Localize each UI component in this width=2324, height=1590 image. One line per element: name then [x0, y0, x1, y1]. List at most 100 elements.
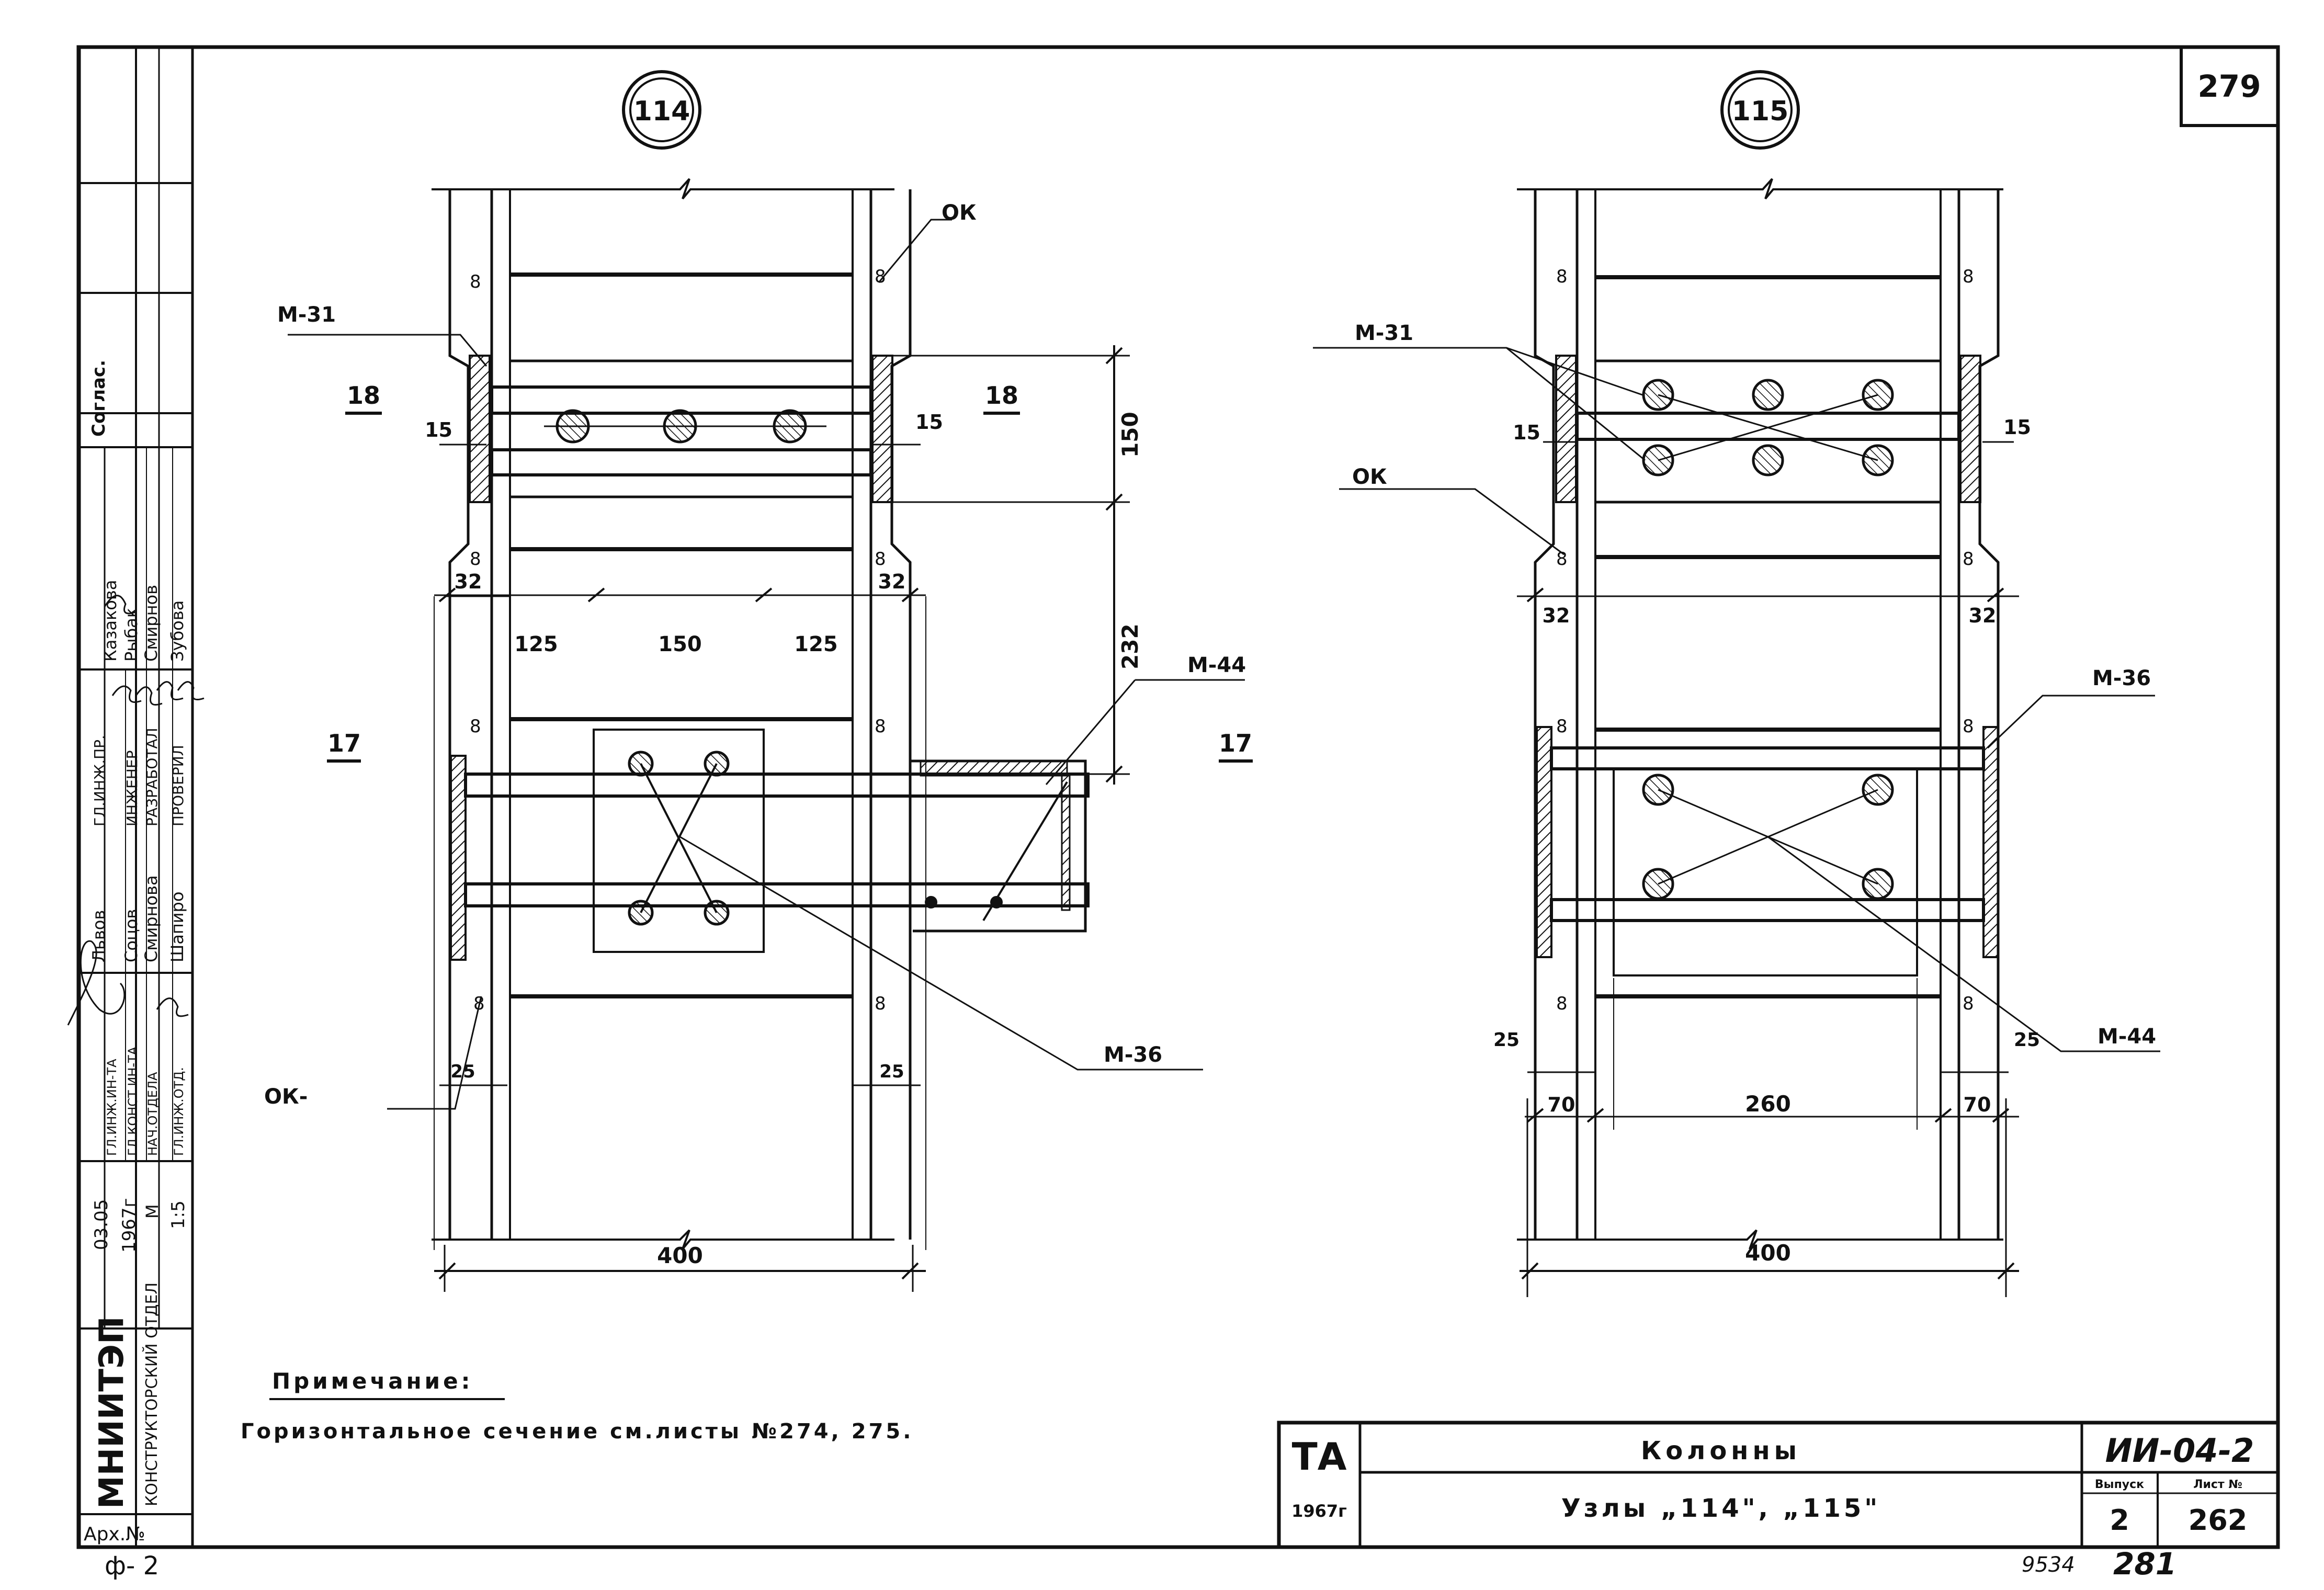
weld-mark: 8 — [1556, 266, 1568, 287]
dim-125-right: 125 — [794, 632, 838, 656]
sheet-frame — [76, 45, 2280, 1549]
dim-400-115: 400 — [1745, 1240, 1791, 1266]
label-m31: М-31 — [277, 303, 336, 327]
approval-name-4: Зубова — [167, 600, 187, 662]
dim-25-right-115: 25 — [2014, 1029, 2040, 1051]
signature-name-3: Смирнова — [141, 875, 161, 962]
label-m31-115: М-31 — [1355, 321, 1413, 345]
stamp-date: 03.05 — [91, 1199, 112, 1250]
dim-32-right: 32 — [878, 570, 906, 593]
dim-400: 400 — [657, 1243, 703, 1268]
label-m44-115: М-44 — [2098, 1025, 2156, 1049]
weld-mark: 8 — [1556, 549, 1568, 570]
approval-header: Соглас. — [88, 360, 109, 437]
dim-70-left-115: 70 — [1548, 1093, 1575, 1116]
dim-15-right: 15 — [915, 411, 943, 434]
label-ok-115: ОК — [1352, 465, 1387, 489]
staff-role-2: ГЛ.КОНСТ.ИН-ТА — [126, 1046, 140, 1156]
staff-role-4: ГЛ.ИНЖ.ОТД. — [172, 1067, 186, 1156]
dim-150-mid: 150 — [658, 632, 702, 656]
section-17-left: 17 — [327, 729, 361, 757]
dim-32-right-115: 32 — [1969, 604, 1997, 627]
detail-marker-115: 115 — [1732, 96, 1789, 127]
page-number: 279 — [2197, 69, 2261, 104]
institute-name: МНИИТЭП — [93, 1316, 131, 1509]
bottom-right-small: 9534 — [2022, 1553, 2075, 1577]
title-main: Колонны — [1641, 1436, 1801, 1466]
staff-role-1: ГЛ.ИНЖ.ИН-ТА — [105, 1059, 119, 1156]
title-issue-label: Выпуск — [2095, 1478, 2144, 1491]
signature-name-4: Шапиро — [167, 892, 187, 962]
approval-name-3: Смирнов — [141, 585, 161, 662]
weld-mark: 8 — [1556, 993, 1568, 1014]
title-sheet: 262 — [2189, 1504, 2248, 1537]
title-block — [1277, 1421, 2280, 1549]
dim-125-left: 125 — [514, 632, 558, 656]
dim-70-right-115: 70 — [1964, 1093, 1991, 1116]
dim-150-vertical: 150 — [1117, 412, 1143, 458]
department-name: КОНСТРУКТОРСКИЙ ОТДЕЛ — [142, 1282, 161, 1506]
title-sheet-label: Лист № — [2193, 1478, 2242, 1491]
note-heading: Примечание: — [272, 1368, 473, 1394]
title-subtitle: Узлы „114", „115" — [1561, 1494, 1881, 1523]
signature-role-1: ГЛ.ИНЖ.ПР. — [91, 735, 108, 826]
dim-32-left: 32 — [455, 570, 482, 593]
section-18-left: 18 — [347, 381, 380, 410]
stamp-scale-label: М — [142, 1204, 162, 1219]
section-17-right: 17 — [1219, 729, 1252, 757]
dim-260-115: 260 — [1745, 1091, 1791, 1117]
title-org: ТА — [1292, 1435, 1347, 1479]
archive-label: Арх.№ — [84, 1524, 145, 1545]
dim-25-right: 25 — [879, 1061, 904, 1082]
bolt — [1752, 379, 1784, 411]
weld-mark: 8 — [1556, 716, 1568, 737]
weld-mark: 8 — [1963, 266, 1974, 287]
weld-mark: 8 — [875, 716, 886, 737]
detail-marker-114: 114 — [633, 96, 690, 127]
weld-mark: 8 — [470, 549, 481, 570]
dim-32-left-115: 32 — [1543, 604, 1570, 627]
weld-mark: 8 — [1963, 549, 1974, 570]
dim-232-vertical: 232 — [1117, 623, 1143, 669]
bottom-left-code: ф- 2 — [105, 1551, 159, 1581]
dim-25-left-115: 25 — [1493, 1029, 1520, 1051]
label-ok-top: ОК — [942, 201, 977, 225]
title-year: 1967г — [1291, 1501, 1347, 1521]
left-stamp-strip — [80, 47, 192, 1547]
dim-15-right-115: 15 — [2003, 416, 2031, 439]
label-m44: М-44 — [1187, 653, 1246, 677]
weld-mark: 8 — [875, 993, 886, 1014]
weld-mark: 8 — [875, 266, 886, 287]
note-text: Горизонтальное сечение см.листы №274, 27… — [241, 1419, 913, 1444]
staff-role-3: НАЧ.ОТДЕЛА — [145, 1072, 160, 1156]
title-series: ИИ-04-2 — [2105, 1432, 2254, 1470]
bottom-right-large: 281 — [2113, 1546, 2176, 1582]
approval-name-2: Рыбак — [121, 608, 141, 662]
approval-name-1: Казакова — [100, 580, 120, 662]
signature-role-4: ПРОВЕРИЛ — [169, 745, 187, 826]
stamp-year: 1967г — [119, 1198, 140, 1253]
signature-name-1: Львов — [89, 910, 109, 962]
signature-role-3: РАЗРАБОТАЛ — [143, 728, 161, 826]
label-m36: М-36 — [1104, 1043, 1162, 1067]
detail-115: 8 8 8 8 8 8 8 8 — [1313, 70, 2160, 1297]
weld-mark: 8 — [470, 716, 481, 737]
dim-15-left: 15 — [425, 418, 452, 441]
title-issue: 2 — [2110, 1504, 2129, 1537]
weld-mark: 8 — [1963, 716, 1974, 737]
stamp-scale: 1:5 — [168, 1200, 189, 1229]
detail-114: 8 8 8 8 8 8 8 8 — [288, 70, 1253, 1292]
label-m36-115: М-36 — [2092, 666, 2151, 690]
weld-mark: 8 — [875, 549, 886, 570]
bolt — [1752, 444, 1784, 476]
signature-name-2: Соцов — [121, 909, 141, 962]
label-ok-bottom: ОК- — [264, 1085, 308, 1109]
section-18-right: 18 — [985, 381, 1018, 410]
weld-mark: 8 — [1963, 993, 1974, 1014]
weld-mark: 8 — [470, 271, 481, 292]
signature-role-2: ИНЖЕНЕР — [123, 751, 141, 826]
signature-scribbles — [67, 595, 205, 1026]
dim-15-left-115: 15 — [1513, 421, 1540, 444]
dim-25-left: 25 — [450, 1061, 475, 1082]
